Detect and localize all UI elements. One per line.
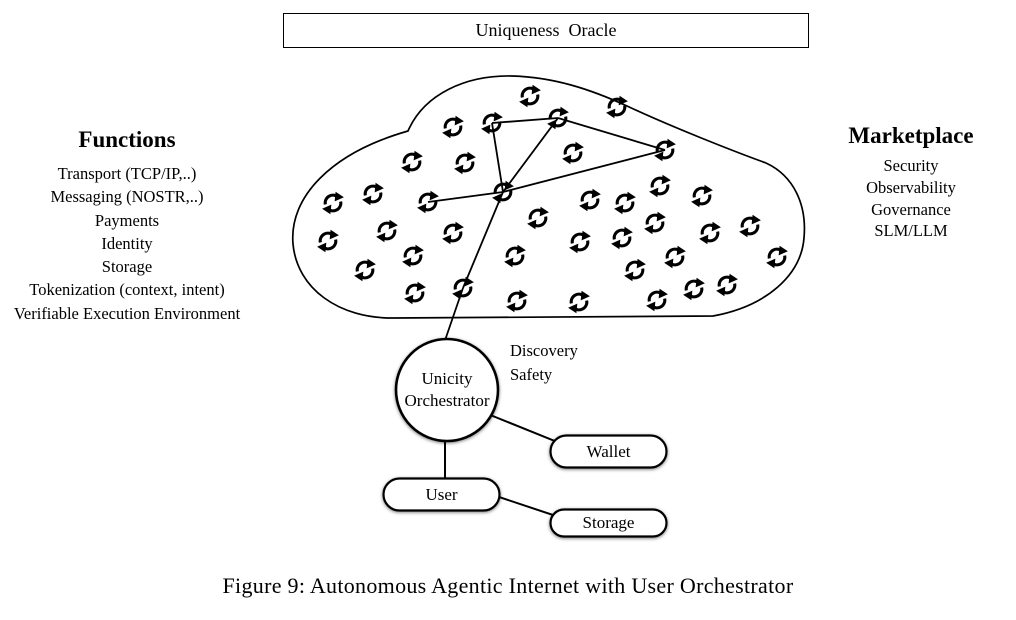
uniqueness-oracle-box: Uniqueness Oracle bbox=[283, 13, 809, 48]
functions-item: Messaging (NOSTR,..) bbox=[50, 187, 204, 207]
annotation-safety: Safety bbox=[510, 364, 553, 384]
functions-item: Identity bbox=[101, 233, 153, 253]
agent-edge-line bbox=[502, 149, 666, 193]
orchestrator-label-line1: Unicity bbox=[421, 369, 473, 388]
functions-item: Payments bbox=[94, 210, 160, 230]
storage-label: Storage bbox=[582, 513, 635, 532]
orchestrator-annotations: Discovery Safety bbox=[510, 339, 578, 386]
agent-edge-line bbox=[557, 117, 666, 151]
functions-item: Verifiable Execution Environment bbox=[13, 303, 241, 323]
user-node bbox=[382, 477, 501, 512]
uniqueness-oracle-label: Uniqueness Oracle bbox=[475, 20, 617, 40]
wallet-node bbox=[549, 434, 668, 469]
orchestrator-node bbox=[394, 337, 500, 443]
agent-edge-line bbox=[462, 191, 504, 289]
functions-panel: Functions Transport (TCP/IP,..) Messagin… bbox=[0, 127, 254, 325]
marketplace-item: Security bbox=[883, 156, 939, 175]
orchestrator-label: Unicity Orchestrator bbox=[372, 368, 522, 412]
marketplace-title: Marketplace bbox=[848, 123, 974, 148]
figure-caption: Figure 9: Autonomous Agentic Internet wi… bbox=[222, 573, 794, 598]
functions-item: Tokenization (context, intent) bbox=[29, 280, 225, 300]
annotation-discovery: Discovery bbox=[510, 341, 578, 360]
marketplace-panel: Marketplace Security Observability Gover… bbox=[818, 123, 1004, 242]
functions-item: Storage bbox=[101, 257, 153, 277]
functions-title: Functions bbox=[78, 127, 176, 152]
marketplace-item: Governance bbox=[871, 199, 951, 219]
orchestrator-label-line2: Orchestrator bbox=[404, 391, 490, 410]
functions-item: Transport (TCP/IP,..) bbox=[57, 164, 197, 183]
agent-edge-line bbox=[491, 122, 504, 193]
agent-edge-line bbox=[502, 117, 559, 193]
user-label: User bbox=[425, 484, 458, 504]
agent-edge-line bbox=[427, 191, 504, 203]
marketplace-item: SLM/LLM bbox=[874, 221, 948, 241]
agent-edge-line bbox=[491, 117, 559, 124]
marketplace-item: Observability bbox=[866, 177, 956, 197]
storage-node bbox=[549, 508, 668, 538]
wallet-label: Wallet bbox=[586, 441, 631, 461]
